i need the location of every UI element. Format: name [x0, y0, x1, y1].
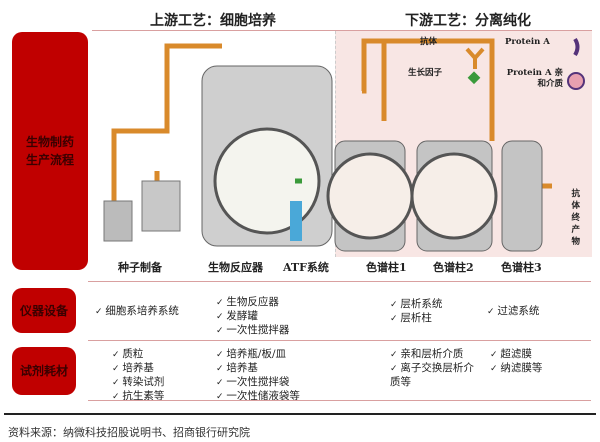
legend-growth-factor: 生长因子: [408, 68, 443, 78]
footer-divider: [4, 413, 596, 415]
list-item: 亲和层析介质: [390, 348, 480, 362]
stage-column-2: 色谱柱2: [433, 261, 474, 274]
list-item: 培养基: [112, 362, 164, 376]
atf-system: [290, 178, 302, 241]
downstream-title: 下游工艺：分离纯化: [405, 13, 531, 29]
stage-column-3: 色谱柱3: [501, 261, 542, 274]
process-diagram: [103, 37, 585, 252]
equipment-col4: 过滤系统: [487, 305, 539, 319]
chromatography-columns: [326, 140, 543, 252]
stage-column-1: 色谱柱1: [366, 261, 407, 274]
list-item: 超滤膜: [490, 348, 542, 362]
equipment-col1: 细胞系培养系统: [95, 305, 179, 319]
legend-protein-a-medium: Protein A 亲和介质: [506, 68, 563, 89]
list-item: 转染试剂: [112, 376, 164, 390]
stage-bioreactor: 生物反应器: [208, 261, 263, 274]
stage-seed: 种子制备: [118, 261, 162, 274]
list-item: 质粒: [112, 348, 164, 362]
reagents-label: 试剂耗材: [12, 347, 76, 395]
process-label: 生物制药生产流程: [12, 32, 88, 270]
bioreactor: [201, 65, 333, 247]
reagents-col2: 培养瓶/板/皿培养基一次性搅拌袋一次性储液袋等: [216, 348, 300, 404]
list-item: 细胞系培养系统: [95, 305, 179, 319]
list-item: 一次性搅拌袋: [216, 376, 300, 390]
legend-antibody: 抗体: [420, 37, 438, 47]
equipment-col2: 生物反应器发酵罐一次性搅拌器: [216, 296, 289, 338]
list-item: 纳滤膜等: [490, 362, 542, 376]
growth-factor-icon: [467, 71, 481, 85]
list-item: 培养基: [216, 362, 300, 376]
list-item: 培养瓶/板/皿: [216, 348, 300, 362]
reagents-label-text: 试剂耗材: [19, 364, 68, 378]
stage-atf: ATF系统: [283, 261, 329, 274]
list-item: 离子交换层析介质等: [390, 362, 480, 389]
list-item: 层析系统: [390, 298, 442, 312]
antibody-icon: [465, 47, 485, 69]
reagents-col3: 亲和层析介质离子交换层析介质等: [390, 348, 480, 389]
pipe: [111, 43, 222, 211]
list-item: 发酵罐: [216, 310, 289, 324]
list-item: 一次性搅拌器: [216, 324, 289, 338]
protein-a-icon: [573, 37, 580, 57]
list-item: 生物反应器: [216, 296, 289, 310]
list-item: 一次性储液袋等: [216, 390, 300, 404]
equipment-label-text: 仪器设备: [19, 303, 68, 318]
source-note: 资料来源：纳微科技招股说明书、招商银行研究院: [8, 426, 250, 439]
list-item: 抗生素等: [112, 390, 164, 404]
protein-a-medium-icon: [567, 72, 585, 90]
equipment-label: 仪器设备: [12, 288, 76, 333]
final-product-label: 抗体终产物: [571, 189, 580, 247]
process-label-text: 生物制药生产流程: [26, 135, 75, 167]
legend-protein-a: Protein A: [505, 37, 550, 47]
list-item: 过滤系统: [487, 305, 539, 319]
reagents-col1: 质粒培养基转染试剂抗生素等: [112, 348, 164, 404]
equipment-col3: 层析系统层析柱: [390, 298, 442, 326]
reagents-col4: 超滤膜纳滤膜等: [490, 348, 542, 376]
upstream-title: 上游工艺：细胞培养: [150, 13, 276, 29]
seed-tanks: [103, 180, 181, 242]
list-item: 层析柱: [390, 312, 442, 326]
